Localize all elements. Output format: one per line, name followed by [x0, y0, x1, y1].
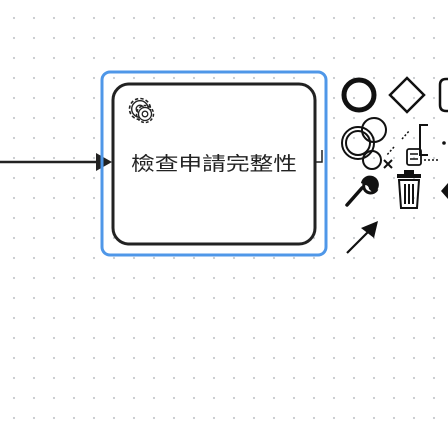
- append-gateway-button[interactable]: [388, 76, 426, 114]
- append-data-store-button[interactable]: [361, 117, 422, 195]
- document-icon: [441, 183, 448, 199]
- selection-outline: [100, 70, 328, 257]
- trash-icon: [397, 170, 421, 209]
- append-intermediate-event-button[interactable]: [341, 126, 375, 160]
- context-pad: [341, 76, 448, 254]
- arrow-connect-icon: [346, 221, 378, 254]
- rounded-rect-icon: [438, 77, 448, 113]
- incoming-sequence-flow[interactable]: [0, 153, 112, 171]
- outgoing-connection-stub: [316, 150, 323, 163]
- task-label: 檢查申請完整性: [131, 153, 297, 175]
- service-task[interactable]: 檢查申請完整性: [111, 82, 317, 246]
- delete-button[interactable]: [397, 170, 421, 209]
- more-elements-button[interactable]: [424, 141, 446, 161]
- append-task-button[interactable]: [438, 77, 448, 113]
- dotted-icon: [424, 141, 446, 161]
- append-data-object-button[interactable]: [441, 183, 448, 199]
- diamond-icon: [388, 76, 426, 114]
- bracket-icon: [385, 124, 428, 157]
- append-text-annotation-button[interactable]: [385, 124, 428, 157]
- thick-circle-icon: [341, 77, 377, 113]
- append-end-event-button[interactable]: [341, 77, 377, 113]
- database-icon: [361, 117, 422, 195]
- double-circle-icon: [341, 126, 375, 160]
- connect-button[interactable]: [346, 221, 378, 254]
- gear-icon: [128, 97, 155, 124]
